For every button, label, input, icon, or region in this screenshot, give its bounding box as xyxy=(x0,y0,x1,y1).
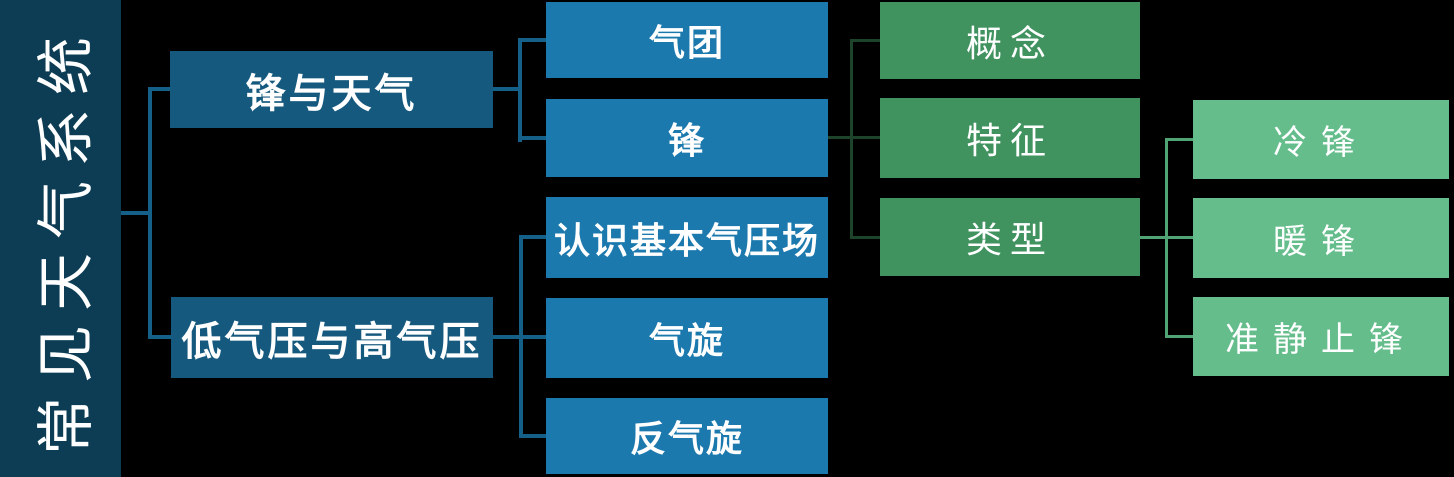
basic-pressure-field-label: 认识基本气压场 xyxy=(553,219,820,261)
node-air-mass: 气团 xyxy=(546,2,828,78)
connector-to-cold-front xyxy=(1165,138,1193,141)
node-cold-front: 冷锋 xyxy=(1193,100,1449,179)
connector-to-types xyxy=(850,236,880,239)
characteristics-label: 特征 xyxy=(965,120,1054,161)
connector-root-horizontal xyxy=(119,211,150,215)
connector-root-to-front-weather xyxy=(148,87,170,91)
connector-types-vertical xyxy=(1165,138,1168,338)
connector-front-vertical xyxy=(850,39,853,239)
node-anticyclone: 反气旋 xyxy=(546,398,828,474)
concept-label: 概念 xyxy=(965,22,1054,64)
connector-low-high-vertical xyxy=(519,235,523,438)
connector-to-air-mass xyxy=(518,38,546,42)
connector-front-horizontal xyxy=(828,136,880,139)
cold-front-label: 冷锋 xyxy=(1273,125,1369,162)
node-front: 锋 xyxy=(546,99,828,177)
connector-to-front xyxy=(518,136,546,140)
node-front-weather: 锋与天气 xyxy=(170,51,493,128)
front-weather-label: 锋与天气 xyxy=(245,71,418,116)
connector-to-concept xyxy=(850,39,880,42)
connector-root-vertical xyxy=(148,87,152,339)
connector-front-weather-horizontal xyxy=(493,87,522,91)
front-label: 锋 xyxy=(667,120,706,161)
root-label: 常见天气系统 xyxy=(33,22,99,455)
node-warm-front: 暖锋 xyxy=(1193,198,1449,278)
cyclone-label: 气旋 xyxy=(648,320,725,361)
node-low-high-pressure: 低气压与高气压 xyxy=(171,297,493,378)
node-cyclone: 气旋 xyxy=(546,298,828,378)
types-label: 类型 xyxy=(965,219,1054,260)
warm-front-label: 暖锋 xyxy=(1273,223,1369,261)
anticyclone-label: 反气旋 xyxy=(629,418,744,459)
connector-to-quasi-stationary-front xyxy=(1165,335,1193,338)
connector-front-weather-vertical xyxy=(518,38,522,142)
air-mass-label: 气团 xyxy=(648,22,725,63)
node-concept: 概念 xyxy=(880,2,1140,79)
node-characteristics: 特征 xyxy=(880,98,1140,178)
node-quasi-stationary-front: 准静止锋 xyxy=(1193,297,1449,376)
node-types: 类型 xyxy=(880,198,1140,276)
connector-root-to-low-high-pressure xyxy=(148,335,171,339)
connector-to-basic-pressure-field xyxy=(519,235,546,239)
low-high-pressure-label: 低气压与高气压 xyxy=(181,319,483,364)
node-root: 常见天气系统 xyxy=(0,0,121,477)
connector-to-anticyclone xyxy=(519,434,546,438)
quasi-stationary-front-label: 准静止锋 xyxy=(1225,322,1417,359)
node-basic-pressure-field: 认识基本气压场 xyxy=(546,197,828,278)
